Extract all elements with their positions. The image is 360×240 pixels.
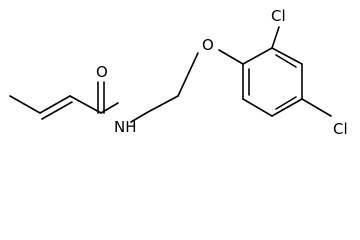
chlorine-ortho-label: Cl bbox=[271, 7, 286, 25]
bond-carbonyl-nitrogen bbox=[100, 102, 119, 114]
chlorine-para-label: Cl bbox=[333, 120, 348, 138]
bond-methyl-c3 bbox=[9, 95, 41, 114]
bond-c2-carbonyl bbox=[69, 95, 102, 114]
bond-ch2-ether bbox=[177, 52, 199, 97]
bond-ring-cl-para bbox=[301, 98, 332, 117]
carbonyl-oxygen-label: O bbox=[96, 63, 108, 81]
bond-c3-c2-double-a bbox=[39, 95, 71, 114]
structure-diagram: O NH O Cl Cl bbox=[9, 7, 348, 138]
ring-bond-5 bbox=[242, 98, 273, 117]
ring-bond-4 bbox=[271, 98, 303, 117]
structure-canvas: O NH O Cl Cl bbox=[9, 7, 348, 138]
ring-inner-bond-2 bbox=[275, 96, 297, 110]
bond-ch2-ch2 bbox=[147, 95, 179, 113]
ring-bond-2 bbox=[271, 47, 303, 65]
bond-ether-ring bbox=[218, 49, 244, 65]
ring-bond-1 bbox=[242, 47, 273, 65]
bond-c3-c2-double-b bbox=[41, 101, 73, 120]
bond-ring-cl-ortho bbox=[271, 26, 280, 49]
bond-nitrogen-ch2 bbox=[130, 111, 149, 123]
amide-nitrogen-label: NH bbox=[114, 118, 137, 136]
ether-oxygen-label: O bbox=[202, 36, 214, 54]
ring-inner-bond-1 bbox=[275, 54, 297, 68]
